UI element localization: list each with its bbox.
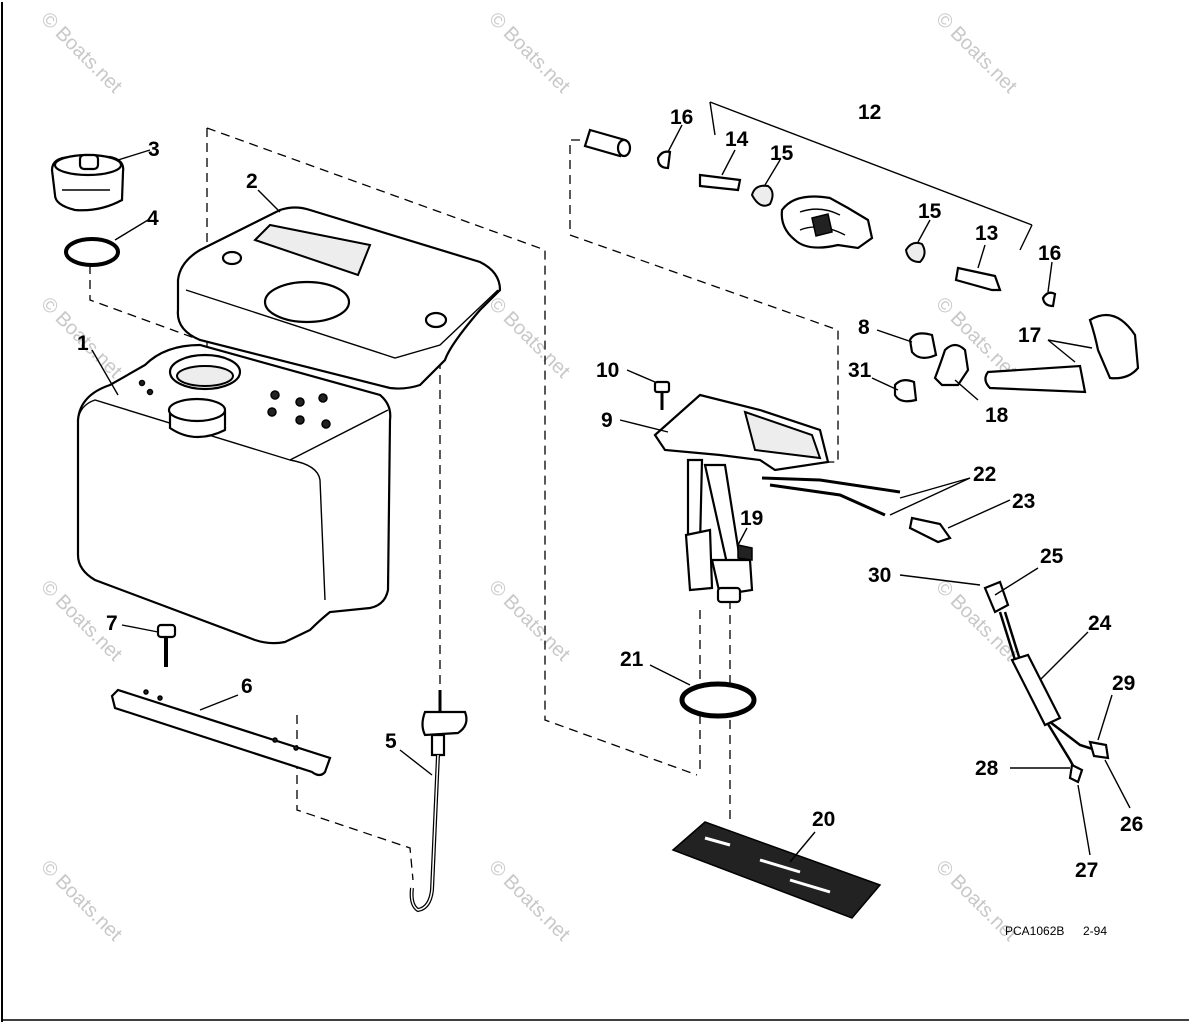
watermark-5: © Boats.net: [484, 293, 574, 383]
callout-22: 22: [973, 463, 996, 486]
callout-19: 19: [740, 507, 763, 530]
callout-15b: 15: [918, 200, 942, 223]
callout-1: 1: [77, 332, 89, 355]
watermark-10: © Boats.net: [36, 856, 126, 946]
clamp-15b: [904, 241, 926, 264]
callout-26: 26: [1120, 813, 1143, 836]
cap-gasket: [64, 237, 120, 267]
callout-labels: 1 2 3 4 5 6 7 8 9 10 12 13 14 15 15 16 1…: [77, 101, 1143, 882]
primer-bulb: [780, 195, 874, 250]
pickup-tube: [409, 690, 468, 913]
drawing-code: PCA1062B 2-94: [1005, 924, 1107, 938]
sender-wiring: [983, 580, 1110, 784]
callout-5: 5: [385, 730, 397, 753]
callout-28: 28: [975, 757, 999, 780]
watermark-3: © Boats.net: [931, 8, 1021, 98]
connector-18: [933, 343, 970, 387]
clip-16a: [656, 150, 672, 170]
pickup-assembly: [653, 393, 830, 604]
callout-21: 21: [620, 648, 644, 671]
callout-29: 29: [1112, 672, 1135, 695]
callout-12: 12: [858, 101, 881, 124]
callout-14: 14: [725, 128, 749, 151]
callout-30: 30: [868, 564, 891, 587]
tank-bracket: [110, 688, 332, 777]
fitting-13: [954, 266, 1002, 292]
fitting-14: [698, 173, 742, 192]
clamp-8: [908, 332, 938, 359]
watermark-2: © Boats.net: [484, 8, 574, 98]
watermark-8: © Boats.net: [484, 576, 574, 666]
callout-3: 3: [148, 138, 160, 161]
callout-27: 27: [1075, 859, 1098, 882]
callout-15a: 15: [770, 142, 794, 165]
callout-17: 17: [1018, 324, 1041, 347]
drawing-code-id: PCA1062B: [1005, 924, 1064, 938]
clamp-31: [893, 378, 918, 403]
callout-9: 9: [601, 409, 613, 432]
bracket-screw: [156, 623, 177, 667]
callout-24: 24: [1088, 612, 1112, 635]
screw-10: [653, 380, 671, 410]
watermark-1: © Boats.net: [36, 8, 126, 98]
watermark-11: © Boats.net: [484, 856, 574, 946]
gauge-plate: [671, 821, 882, 919]
clip-16b: [1041, 291, 1057, 308]
callout-10: 10: [596, 359, 619, 382]
callout-6: 6: [241, 675, 253, 698]
callout-23: 23: [1012, 490, 1035, 513]
callout-31: 31: [848, 359, 872, 382]
callout-7: 7: [106, 612, 118, 635]
tank-cover: [176, 206, 502, 390]
callout-4: 4: [147, 207, 159, 230]
callout-8: 8: [858, 316, 870, 339]
callout-18: 18: [985, 404, 1009, 427]
wire-leads: [761, 476, 901, 517]
callout-2: 2: [246, 170, 258, 193]
fuel-hose: [984, 313, 1140, 394]
terminal-23: [908, 516, 952, 544]
clamp-15a: [750, 184, 774, 207]
fuel-cap: [50, 153, 125, 212]
callout-16b: 16: [1038, 242, 1061, 265]
drawing-code-date: 2-94: [1083, 924, 1107, 938]
hose-segment-top: [583, 128, 632, 158]
gauge-gasket: [679, 681, 757, 719]
leader-lines: [91, 101, 1131, 863]
callout-13: 13: [975, 222, 998, 245]
fuel-tank: [76, 343, 392, 645]
callout-25: 25: [1040, 545, 1064, 568]
callout-16a: 16: [670, 106, 693, 129]
callout-20: 20: [812, 808, 835, 831]
